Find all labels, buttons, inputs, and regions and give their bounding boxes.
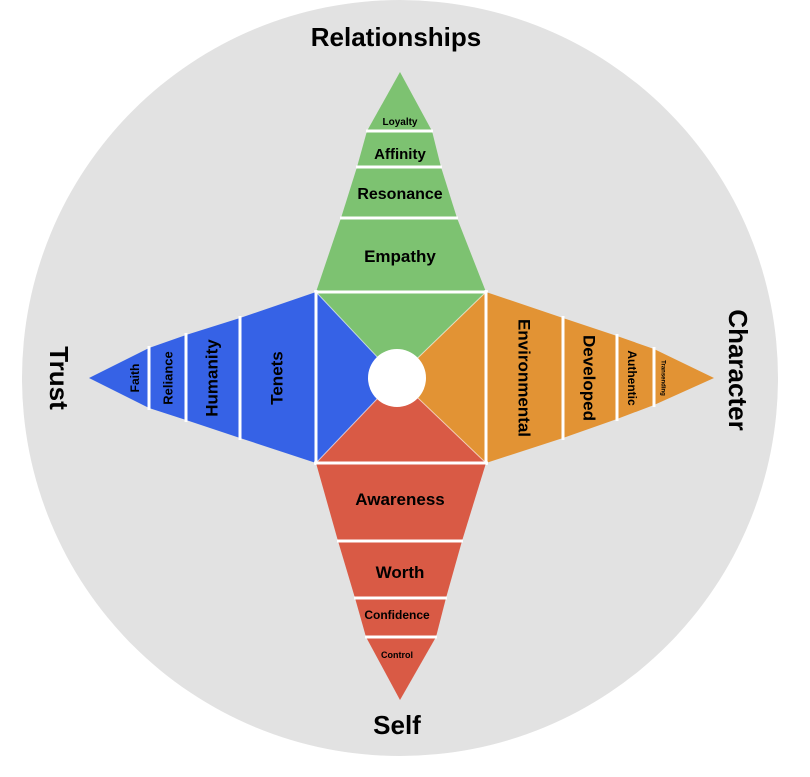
self-layer-confidence xyxy=(355,598,446,637)
character-layer-developed xyxy=(563,318,617,438)
trust-layer-humanity-label: Humanity xyxy=(202,339,221,417)
center-dot xyxy=(368,349,426,407)
character-layer-transending-label: Transending xyxy=(659,360,665,396)
relationships-layer-resonance-label: Resonance xyxy=(357,186,442,203)
relationships-layer-empathy-label: Empathy xyxy=(364,247,436,266)
self-dividers xyxy=(314,461,488,639)
relationships-layer-resonance xyxy=(341,167,457,218)
self-layer-awareness-label: Awareness xyxy=(355,490,444,509)
self-layer-control xyxy=(366,637,436,700)
trust-center-triangle xyxy=(316,292,397,463)
trust-layer-reliance-label: Reliance xyxy=(160,351,175,404)
character-layer-developed-label: Developed xyxy=(580,335,599,421)
relationships-layer-affinity xyxy=(357,131,441,167)
relationships-layer-loyalty xyxy=(367,72,432,131)
trust-quadrant: Faith Reliance Humanity Tenets xyxy=(89,290,397,465)
character-dividers xyxy=(484,290,656,465)
trust-layer-tenets-label: Tenets xyxy=(267,351,286,405)
relationships-layer-affinity-label: Affinity xyxy=(374,146,426,163)
trust-layer-faith-label: Faith xyxy=(128,364,142,393)
character-center-triangle xyxy=(397,292,486,463)
relationships-center-triangle xyxy=(316,292,486,378)
self-layer-awareness xyxy=(316,463,486,541)
relationships-layer-loyalty-label: Loyalty xyxy=(382,117,417,128)
trust-title: Trust xyxy=(44,346,74,410)
self-layer-control-label: Control xyxy=(381,650,413,660)
character-quadrant: Environmental Developed Authentic Transe… xyxy=(397,290,714,465)
self-center-triangle xyxy=(316,378,486,463)
trust-dividers xyxy=(147,290,318,465)
relationships-layer-empathy xyxy=(316,218,486,292)
relationships-dividers xyxy=(314,129,488,294)
character-layer-environmental-label: Environmental xyxy=(515,319,534,437)
self-layer-confidence-label: Confidence xyxy=(364,608,430,622)
trust-layer-humanity xyxy=(186,318,240,438)
relationships-title: Relationships xyxy=(311,22,481,52)
self-quadrant: Awareness Worth Confidence Control xyxy=(314,378,488,700)
character-title: Character xyxy=(723,309,753,430)
character-layer-environmental xyxy=(486,292,563,463)
trust-layer-tenets xyxy=(240,292,316,463)
trust-layer-reliance xyxy=(149,335,186,420)
self-title: Self xyxy=(373,710,421,740)
character-layer-authentic-label: Authentic xyxy=(625,350,639,406)
relationships-quadrant: Loyalty Affinity Resonance Empathy xyxy=(314,72,488,378)
self-layer-worth-label: Worth xyxy=(376,563,425,582)
character-layer-transending xyxy=(654,349,714,405)
trust-layer-faith xyxy=(89,348,149,408)
character-layer-authentic xyxy=(617,336,654,419)
self-layer-worth xyxy=(338,541,462,598)
